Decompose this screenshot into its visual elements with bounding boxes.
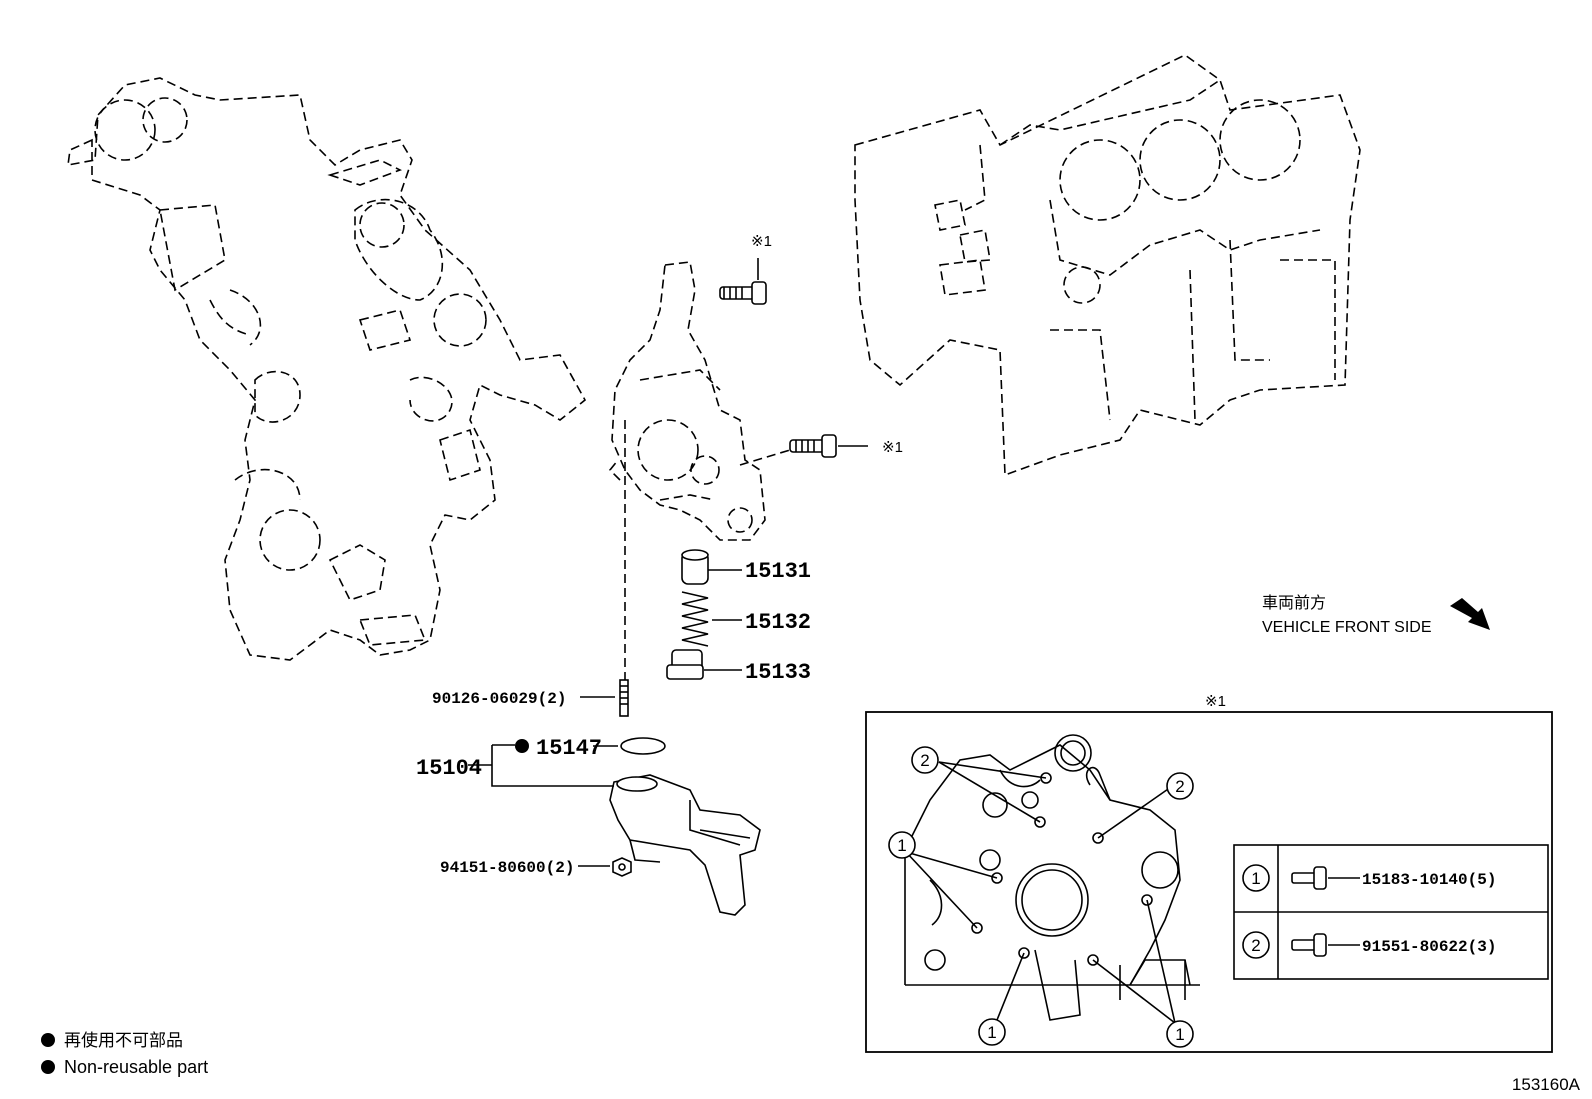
circle-label: 1 — [1175, 1025, 1184, 1044]
circle-label: 2 — [1175, 777, 1184, 796]
row-part: 91551-80622(3) — [1362, 938, 1496, 956]
detail-mark: ※1 — [1205, 693, 1226, 710]
label-15131: 15131 — [745, 559, 811, 584]
table-row: 2 91551-80622(3) — [1242, 931, 1496, 959]
engine-block-outline — [854, 54, 1361, 477]
figure-id: 153160A — [1512, 1075, 1581, 1094]
detail-pump-sketch — [904, 734, 1200, 1021]
detail-circle-2-b: 2 — [1166, 772, 1194, 800]
legend-dot-ja — [41, 1033, 55, 1047]
detail-circle-1-a: 1 — [888, 831, 916, 859]
plug-15133 — [666, 649, 742, 680]
detail-box — [865, 711, 1553, 1053]
spring-15132 — [681, 591, 742, 647]
circle-label: 1 — [987, 1023, 996, 1042]
relief-valve-15131 — [681, 549, 742, 585]
legend-ja: 再使用不可部品 — [64, 1030, 183, 1051]
legend-dot-en — [41, 1060, 55, 1074]
detail-circle-2-a: 2 — [911, 746, 939, 774]
legend-en: Non-reusable part — [64, 1057, 208, 1077]
strainer-15104 — [468, 744, 761, 916]
table-row: 1 15183-10140(5) — [1242, 864, 1496, 892]
detail-circle-1-b: 1 — [978, 1018, 1006, 1046]
label-15132: 15132 — [745, 610, 811, 635]
detail-leaders — [905, 761, 1176, 1024]
non-reusable-dot-15147 — [515, 739, 529, 753]
row-key: 1 — [1251, 869, 1260, 888]
label-90126: 90126-06029(2) — [432, 690, 566, 708]
stud-90126 — [580, 679, 629, 717]
oring-15147 — [593, 737, 666, 755]
timing-cover-outline — [67, 77, 587, 661]
label-15133: 15133 — [745, 660, 811, 685]
row-key: 2 — [1251, 936, 1260, 955]
callout-mark-upper: ※1 — [751, 233, 772, 250]
label-15104: 15104 — [416, 756, 482, 781]
bolt-icon — [1291, 933, 1360, 957]
bolt-table: 1 15183-10140(5) 2 91551-80622(3) — [1233, 844, 1549, 980]
callout-mark-right: ※1 — [882, 439, 903, 456]
oil-pump-body — [608, 261, 791, 700]
vehicle-front-ja: 車両前方 — [1262, 593, 1326, 612]
label-15147: 15147 — [536, 736, 602, 761]
right-bolt — [789, 434, 868, 458]
circle-label: 2 — [920, 751, 929, 770]
vehicle-front-en: VEHICLE FRONT SIDE — [1262, 619, 1432, 636]
label-94151: 94151-80600(2) — [440, 859, 574, 877]
circle-label: 1 — [897, 836, 906, 855]
row-part: 15183-10140(5) — [1362, 871, 1496, 889]
upper-bolt — [719, 258, 767, 305]
bolt-icon — [1291, 866, 1360, 890]
nut-94151 — [578, 857, 632, 877]
vehicle-front-arrow — [1450, 598, 1490, 630]
detail-circle-1-c: 1 — [1166, 1020, 1194, 1048]
